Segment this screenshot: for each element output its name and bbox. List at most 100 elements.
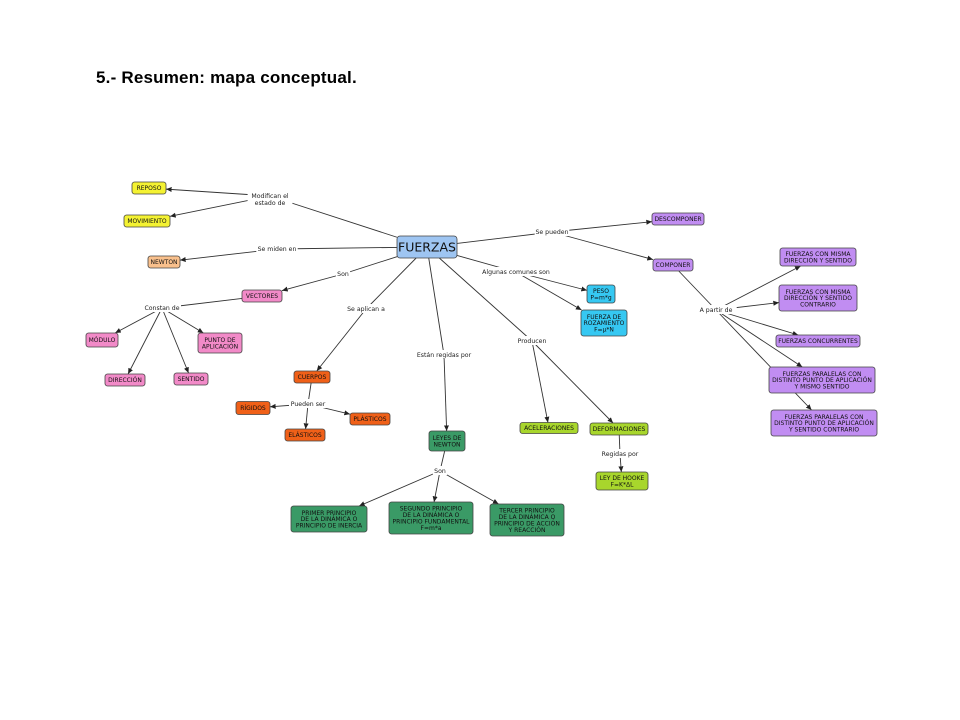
- node-text: RÍGIDOS: [240, 405, 266, 412]
- node-text: DEFORMACIONES: [593, 426, 646, 433]
- svg-text:Se aplican a: Se aplican a: [347, 306, 385, 313]
- node-plasticos: PLÁSTICOS: [349, 412, 391, 426]
- node-text: LEY DE HOOKE: [600, 475, 645, 482]
- connector-line: [432, 470, 441, 503]
- node-deformaciones: DEFORMACIONES: [589, 422, 649, 436]
- node-concurrentes: FUERZAS CONCURRENTES: [775, 334, 861, 348]
- connector-line: [428, 257, 445, 356]
- page-title: 5.- Resumen: mapa conceptual.: [96, 68, 357, 87]
- node-text: CONTRARIO: [800, 302, 836, 309]
- node-text: SENTIDO: [178, 376, 205, 383]
- svg-text:Algunas comunes son: Algunas comunes son: [482, 269, 550, 276]
- node-text: Y REACCIÓN: [508, 527, 546, 534]
- node-text: TERCER PRINCIPIO: [498, 508, 555, 515]
- connector-line: [127, 307, 163, 375]
- node-text: PRINCIPIO DE INERCIA: [296, 523, 363, 530]
- node-text: APLICACIÓN: [202, 343, 238, 350]
- connector-line: [515, 271, 582, 311]
- link-label-estan-regidas: Están regidas por: [413, 350, 475, 359]
- node-modulo: MÓDULO: [85, 332, 119, 348]
- node-text: MÓDULO: [89, 337, 116, 344]
- node-cuerpos: CUERPOS: [293, 370, 331, 384]
- link-label-constan-de: Constan de: [143, 303, 181, 312]
- connector-line: [161, 307, 189, 374]
- link-label-algunas-comunes: Algunas comunes son: [481, 267, 551, 276]
- connector-line: [161, 307, 204, 334]
- node-text: P=m*g: [590, 294, 611, 301]
- connector-line: [281, 273, 344, 292]
- node-direccion: DIRECCIÓN: [104, 373, 146, 387]
- svg-text:Producen: Producen: [518, 338, 547, 345]
- connector-line: [531, 340, 550, 423]
- connector-line: [531, 340, 614, 424]
- node-text: PRINCIPIO FUNDAMENTAL: [392, 518, 470, 525]
- connector-line: [365, 257, 417, 310]
- node-text: F=K*ΔL: [611, 481, 635, 488]
- node-text: DISTINTO PUNTO DE APLICACIÓN: [774, 420, 874, 427]
- node-text: FUERZAS PARALELAS CON: [783, 371, 862, 378]
- node-text: FUERZA DE: [587, 314, 622, 321]
- link-label-pueden-ser: Pueden ser: [289, 399, 327, 408]
- node-text: DISTINTO PUNTO DE APLICACIÓN: [772, 377, 872, 384]
- node-aceleraciones: ACELERACIONES: [519, 422, 579, 434]
- connector-line: [715, 309, 799, 336]
- node-text: FUERZAS PARALELAS CON: [785, 414, 864, 421]
- link-label-a-partir-de: A partir de: [695, 305, 737, 314]
- connector-line: [715, 309, 803, 368]
- connector-line: [438, 257, 533, 342]
- node-newton: NEWTON: [147, 255, 181, 269]
- node-text: LEYES DE: [433, 435, 462, 442]
- connector-line: [342, 256, 398, 275]
- node-text: PLÁSTICOS: [353, 416, 386, 423]
- node-text: NEWTON: [433, 441, 460, 448]
- svg-text:A partir de: A partir de: [700, 307, 733, 314]
- node-text: F=m*a: [421, 525, 442, 532]
- node-text: MOVIMIENTO: [127, 218, 167, 225]
- node-text: ELÁSTICOS: [288, 432, 322, 439]
- node-rigidos: RÍGIDOS: [235, 401, 271, 415]
- node-sentido: SENTIDO: [173, 372, 209, 386]
- svg-text:Están regidas por: Están regidas por: [417, 351, 472, 359]
- connector-line: [715, 265, 801, 311]
- connector-line: [316, 308, 367, 372]
- node-text: F=μ*N: [594, 327, 614, 334]
- svg-text:estado de: estado de: [255, 200, 286, 207]
- node-text: FUERZAS: [398, 240, 456, 255]
- connector-line: [114, 307, 163, 334]
- node-movimiento: MOVIMIENTO: [123, 214, 171, 228]
- node-text: PRIMER PRINCIPIO: [302, 510, 357, 517]
- link-label-son-vectores: Son: [335, 269, 351, 278]
- svg-text:Son: Son: [337, 271, 349, 278]
- node-text: Y MISMO SENTIDO: [794, 384, 850, 391]
- svg-text:Constan de: Constan de: [144, 305, 179, 312]
- node-text: NEWTON: [150, 259, 177, 266]
- connector-line: [439, 470, 499, 505]
- node-fuerzas: FUERZAS: [396, 235, 458, 259]
- link-label-regidas-por: Regidas por: [599, 449, 641, 458]
- node-componer: COMPONER: [652, 258, 694, 272]
- node-text: FUERZAS CON MISMA: [785, 251, 851, 258]
- node-text: SEGUNDO PRINCIPIO: [400, 506, 463, 513]
- node-descomponer: DESCOMPONER: [651, 212, 705, 226]
- node-reposo: REPOSO: [131, 181, 167, 195]
- svg-text:Se miden en: Se miden en: [258, 246, 297, 253]
- svg-text:Se pueden: Se pueden: [535, 229, 568, 236]
- node-text: PRINCIPIO DE ACCIÓN: [494, 520, 560, 527]
- node-text: DIRECCIÓN Y SENTIDO: [784, 295, 852, 302]
- node-text: DE LA DINÁMICA O: [499, 514, 556, 521]
- node-text: DE LA DINÁMICA O: [301, 516, 358, 523]
- node-text: PESO: [593, 288, 609, 295]
- node-text: CUERPOS: [298, 374, 327, 381]
- svg-text:Regidas por: Regidas por: [602, 451, 639, 458]
- svg-text:Son: Son: [434, 468, 446, 475]
